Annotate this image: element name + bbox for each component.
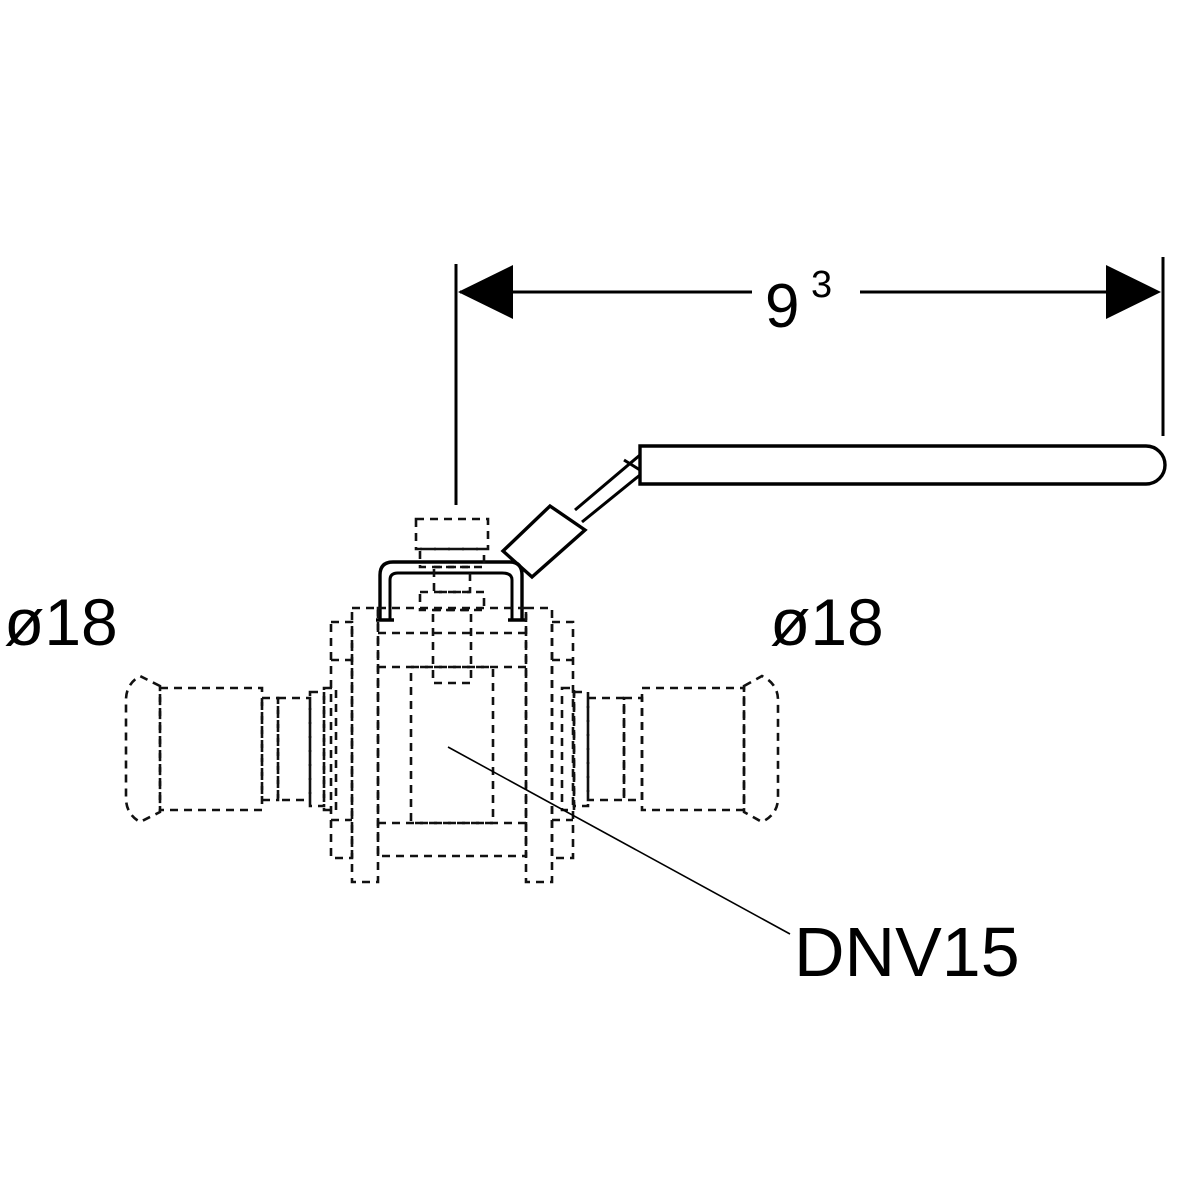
lever-sleeve (500, 503, 588, 580)
press-fitting-left (124, 674, 338, 824)
lever-bracket-outer (378, 560, 524, 620)
fitting-left-sleeve (276, 696, 312, 802)
dimension-value: 9 (765, 272, 799, 341)
valve-body (329, 606, 575, 884)
arrowhead-left (458, 265, 513, 319)
fitting-left-flange (322, 686, 338, 812)
end-cap-left-inner (350, 606, 380, 884)
handle-grip (638, 444, 1167, 486)
lever-length-dimension: 9 3 (454, 257, 1165, 505)
nominal-size-callout: DNV15 (794, 913, 1020, 991)
valve-stem (414, 517, 490, 685)
end-cap-right-inner (524, 606, 554, 884)
inlet-diameter-label: ø18 (4, 585, 118, 659)
fitting-right-collar (572, 690, 590, 808)
end-cap-left-outer (329, 620, 354, 860)
body-outer (376, 606, 528, 858)
stem-nut-top (414, 517, 490, 551)
dimension-superscript: 3 (811, 264, 832, 306)
stem-nut-middle (418, 547, 486, 569)
fitting-left-bead (124, 674, 162, 824)
fitting-left-neck (260, 696, 280, 802)
arrowhead-right (1106, 265, 1161, 319)
stem-collar (432, 565, 472, 594)
fitting-right-neck (622, 696, 644, 802)
fitting-left-collar (308, 690, 326, 808)
stem-shaft (431, 608, 473, 685)
fitting-right-body (640, 686, 746, 812)
fitting-right-sleeve (586, 696, 626, 802)
fitting-right-bead (742, 674, 780, 824)
lever-bracket-inner (388, 571, 514, 620)
press-fitting-right (560, 674, 780, 824)
end-cap-right-outer (550, 620, 575, 860)
body-bore (409, 665, 495, 825)
fitting-left-body (158, 686, 264, 812)
callout-leader-line (447, 746, 791, 935)
lever-arm-tip (623, 458, 641, 472)
lever-arm-lower (581, 473, 641, 524)
outlet-diameter-label: ø18 (770, 585, 884, 659)
lever-handle (376, 444, 1167, 622)
